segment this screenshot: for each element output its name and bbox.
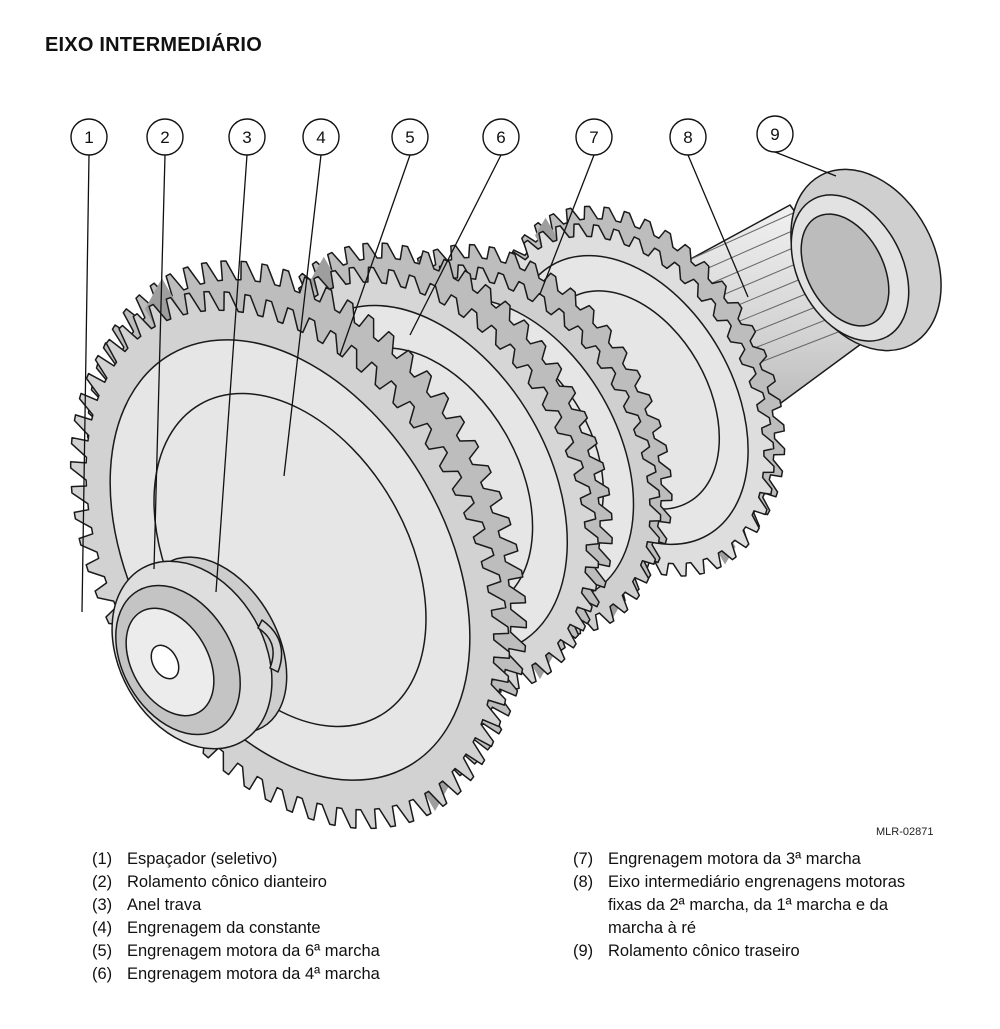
callout-circle [70,118,108,156]
legend-number: (7) [573,850,594,868]
legend-item: (7) Engrenagem motora da 3ª marcha [573,848,905,871]
callout-label: 7 [589,128,598,147]
callout-label: 2 [160,128,169,147]
legend-number: (5) [92,942,113,960]
legend-text: Rolamento cônico traseiro [608,942,800,960]
legend-number: (6) [92,965,113,983]
callout-7: 7 [575,118,613,156]
callout-circle [756,115,794,153]
snap-ring [257,619,283,673]
callout-label: 3 [242,128,251,147]
legend-number: (8) [573,873,594,891]
legend-item: (5) Engrenagem motora da 6ª marcha [92,940,380,963]
legend-item: (1) Espaçador (seletivo) [92,848,380,871]
callout-leader-7 [539,154,595,295]
callout-circle [575,118,613,156]
callout-label: 4 [316,128,325,147]
callout-3: 3 [228,118,266,156]
legend-text-line: marcha à ré [608,919,697,937]
legend-text: Eixo intermediário engrenagens motoras fi… [608,871,905,940]
legend-number: (9) [573,942,594,960]
legend-item: (2) Rolamento cônico dianteiro [92,871,380,894]
page-title: EIXO INTERMEDIÁRIO [45,34,262,56]
callout-leader-4 [283,154,322,477]
callout-label: 1 [84,128,93,147]
legend-text-line: fixas da 2ª marcha, da 1ª marcha e da [608,896,889,914]
shaft-center [150,644,180,680]
legend-item: (3) Anel trava [92,894,380,917]
callout-8: 8 [669,118,707,156]
callout-6: 6 [482,118,520,156]
callout-circle [228,118,266,156]
callout-2: 2 [146,118,184,156]
callout-4: 4 [302,118,340,156]
legend-number: (4) [92,919,113,937]
callout-circle [302,118,340,156]
callout-leader-9 [774,151,837,177]
legend-text: Anel trava [127,896,202,914]
callout-circle [669,118,707,156]
callout-label: 6 [496,128,505,147]
legend-number: (1) [92,850,113,868]
callout-leader-5 [339,154,411,356]
legend-text: Engrenagem da constante [127,919,321,937]
callout-circle [391,118,429,156]
callout-leader-1 [81,154,90,613]
legend-number: (3) [92,896,113,914]
callout-9: 9 [756,115,794,153]
legend-item: (8) Eixo intermediário engrenagens motora… [573,871,905,940]
callout-leader-3 [215,154,248,593]
legend-text: Engrenagem motora da 3ª marcha [608,850,861,868]
callout-leader-6 [409,154,502,336]
legend-item: (9) Rolamento cônico traseiro [573,940,905,963]
rear-bearing-inner [800,213,890,327]
legend-text: Engrenagem motora da 4ª marcha [127,965,380,983]
callout-leader-8 [687,154,749,298]
legend-text: Rolamento cônico dianteiro [127,873,327,891]
callout-5: 5 [391,118,429,156]
legend-text: Engrenagem motora da 6ª marcha [127,942,380,960]
legend-item: (4) Engrenagem da constante [92,917,380,940]
legend-item: (6) Engrenagem motora da 4ª marcha [92,963,380,986]
callout-circle [146,118,184,156]
callout-leader-2 [153,154,166,570]
callout-1: 1 [70,118,108,156]
legend-text: Espaçador (seletivo) [127,850,278,868]
legend-right: (7) Engrenagem motora da 3ª marcha (8) Eixo… [573,848,905,963]
callout-label: 5 [405,128,414,147]
callout-circle [482,118,520,156]
legend-text-line: Eixo intermediário engrenagens motoras [608,873,906,891]
legend-left: (1) Espaçador (seletivo) (2) Rolamento côni… [92,848,380,986]
callout-label: 9 [770,125,779,144]
callout-label: 8 [683,128,692,147]
figure-code: MLR-02871 [876,826,934,838]
legend-number: (2) [92,873,113,891]
